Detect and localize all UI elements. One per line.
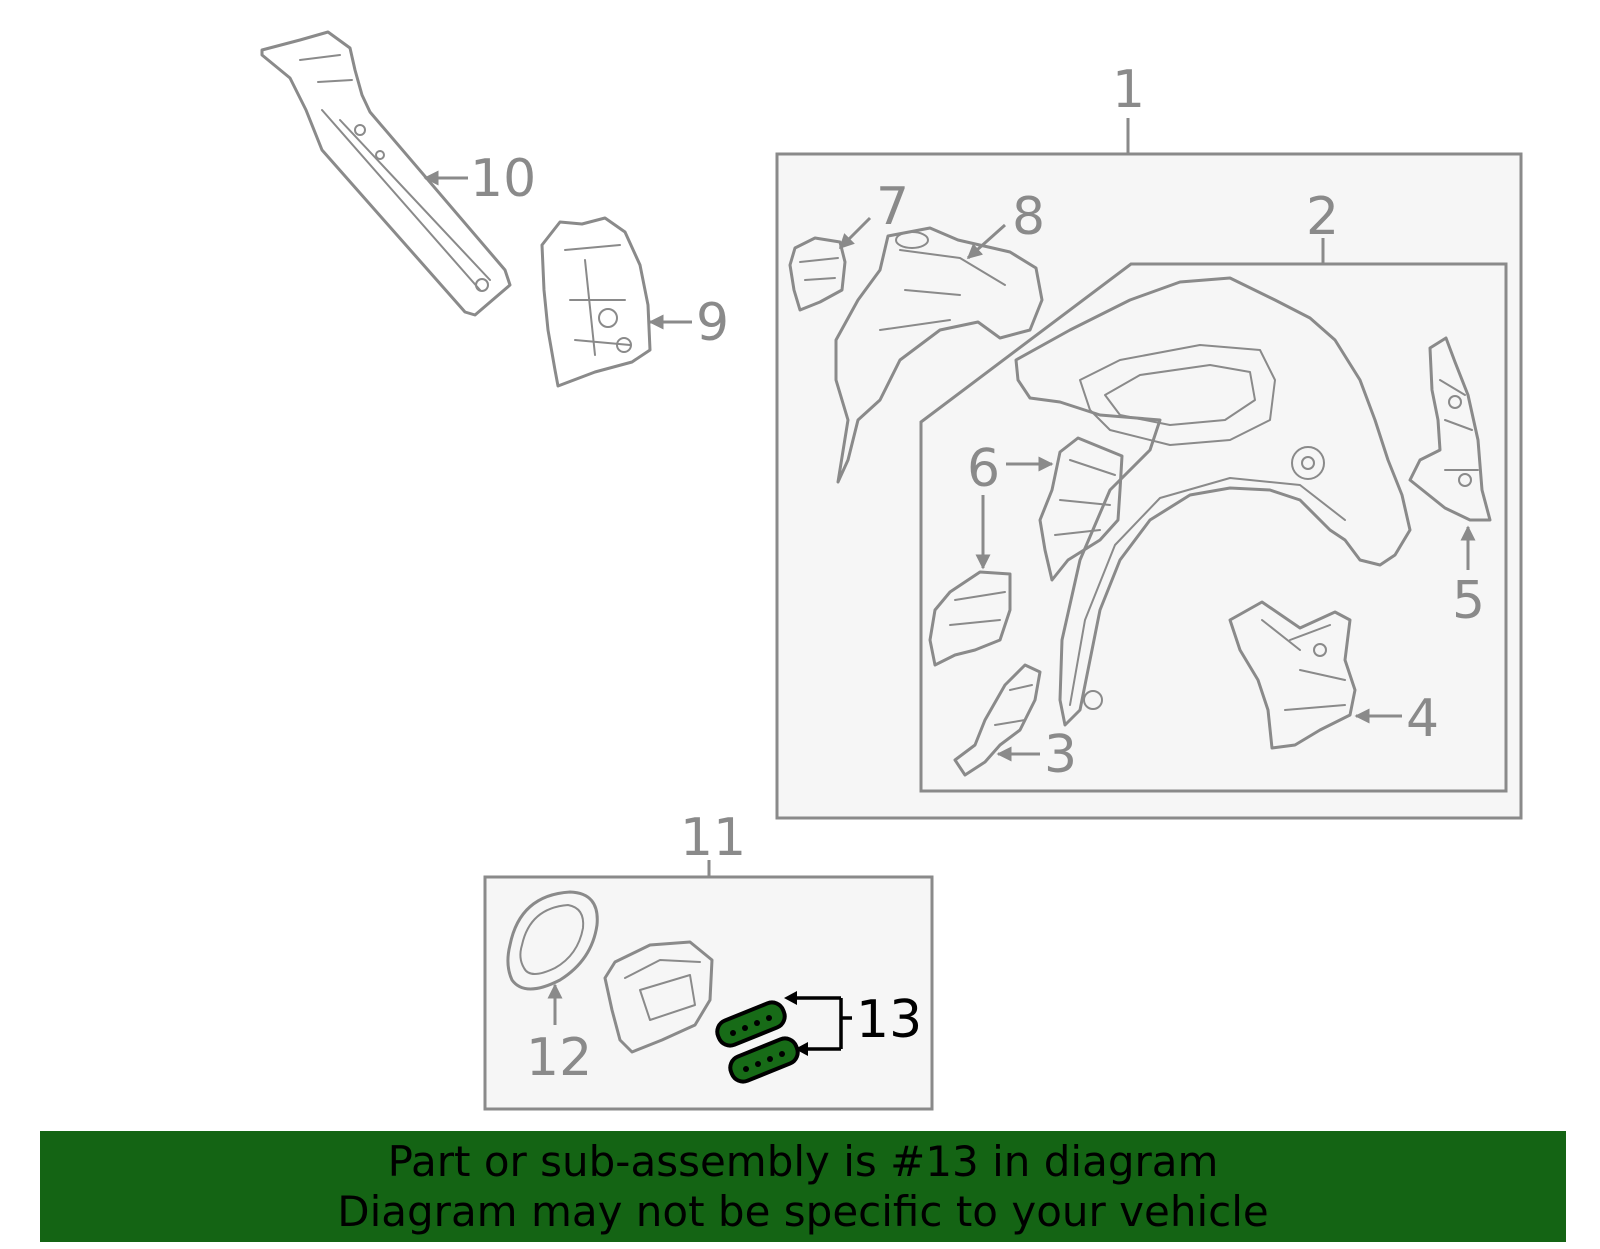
callout-12: 12 xyxy=(526,1028,592,1088)
part-9-panel xyxy=(540,216,652,388)
callout-9: 9 xyxy=(696,293,729,353)
part-8-inner-panel xyxy=(834,226,1044,484)
callout-1: 1 xyxy=(1112,60,1145,120)
banner-line-2: Diagram may not be specific to your vehi… xyxy=(337,1187,1269,1236)
part-2-wheelhouse xyxy=(1014,276,1412,727)
fuel-filler-housing xyxy=(603,940,714,1054)
part-3-bracket xyxy=(953,663,1042,777)
part-6-bracket-upper xyxy=(1038,436,1124,582)
part-6-bracket-lower xyxy=(928,570,1012,667)
callout-8: 8 xyxy=(1012,187,1045,247)
callout-3: 3 xyxy=(1044,725,1077,785)
callout-5: 5 xyxy=(1452,571,1485,631)
part-4-extension xyxy=(1228,600,1357,750)
callout-6: 6 xyxy=(967,439,1000,499)
part-12-gasket xyxy=(506,890,599,991)
assembly-box-2 xyxy=(919,262,1508,793)
part-5-reinforcement xyxy=(1408,336,1492,522)
callout-7: 7 xyxy=(876,177,909,237)
part-13-pads xyxy=(715,1000,800,1084)
callout-4: 4 xyxy=(1406,689,1439,749)
info-banner: Part or sub-assembly is #13 in diagram D… xyxy=(40,1131,1566,1242)
part-10-pillar xyxy=(260,30,512,317)
part-7-bracket xyxy=(788,236,847,312)
banner-line-1: Part or sub-assembly is #13 in diagram xyxy=(387,1137,1219,1186)
callout-13: 13 xyxy=(856,990,922,1050)
callout-10: 10 xyxy=(470,149,536,209)
callout-2: 2 xyxy=(1306,187,1339,247)
callout-11: 11 xyxy=(680,808,746,868)
